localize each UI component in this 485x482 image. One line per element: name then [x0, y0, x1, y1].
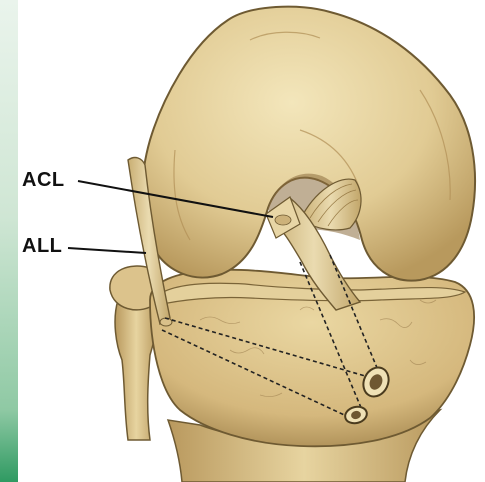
left-background-band: [0, 0, 18, 482]
all-leader-line: [68, 248, 146, 253]
all-label: ALL: [22, 235, 62, 258]
acl-label: ACL: [22, 169, 65, 192]
